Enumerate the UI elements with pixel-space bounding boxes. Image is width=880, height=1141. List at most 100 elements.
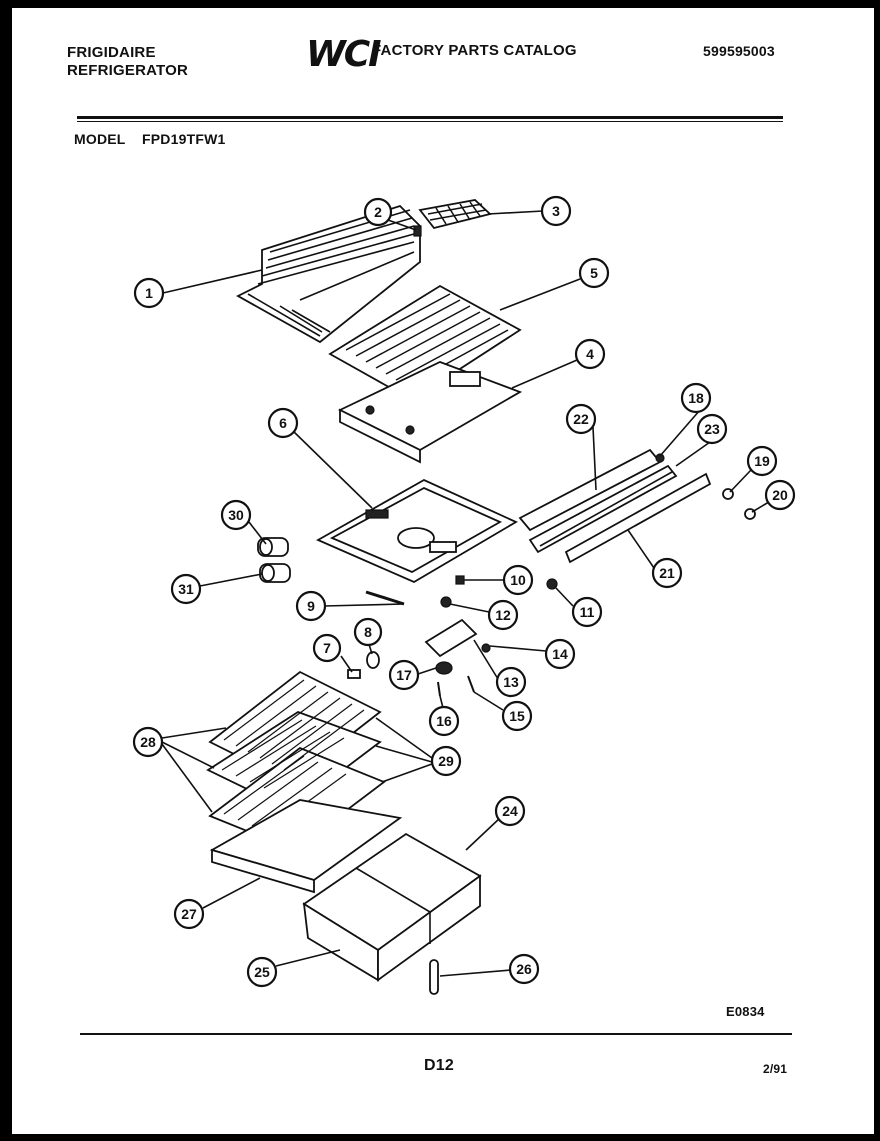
drawing-code: E0834 bbox=[726, 1004, 765, 1019]
callout-label-29: 29 bbox=[438, 753, 454, 769]
callout-label-26: 26 bbox=[516, 961, 532, 977]
part-12-nut bbox=[440, 596, 452, 608]
callout-label-1: 1 bbox=[145, 285, 153, 301]
part-7-clip bbox=[347, 669, 361, 679]
callout-10: 10 bbox=[502, 564, 534, 596]
callout-label-3: 3 bbox=[552, 203, 560, 219]
callout-3: 3 bbox=[540, 195, 572, 227]
part-9-bar bbox=[365, 590, 405, 606]
callout-label-17: 17 bbox=[396, 667, 412, 683]
callout-30: 30 bbox=[220, 499, 252, 531]
part-26-divider-pin bbox=[429, 959, 439, 995]
callout-16: 16 bbox=[428, 705, 460, 737]
date-code: 2/91 bbox=[763, 1062, 788, 1076]
part-23-shelf-rail bbox=[528, 464, 678, 554]
catalog-sheet bbox=[12, 8, 874, 1134]
header-rule bbox=[77, 116, 783, 119]
callout-label-21: 21 bbox=[659, 565, 675, 581]
wci-logo: WCI bbox=[306, 34, 382, 75]
callout-6: 6 bbox=[267, 407, 299, 439]
model-label: MODEL bbox=[74, 131, 126, 147]
callout-26: 26 bbox=[508, 953, 540, 985]
leader-lines bbox=[161, 210, 775, 977]
callout-label-13: 13 bbox=[503, 674, 519, 690]
callout-25: 25 bbox=[246, 956, 278, 988]
part-17-knob bbox=[435, 661, 453, 675]
part-1-freezer-rack bbox=[236, 204, 421, 344]
part-6-crisper-cover bbox=[315, 478, 518, 584]
footer-rule bbox=[80, 1033, 792, 1035]
callout-label-12: 12 bbox=[495, 607, 511, 623]
part-2-clip bbox=[413, 225, 422, 237]
callout-label-15: 15 bbox=[509, 708, 525, 724]
callout-24: 24 bbox=[494, 795, 526, 827]
brand-name: FRIGIDAIRE bbox=[67, 44, 156, 61]
part-10-clip bbox=[455, 575, 465, 585]
callout-15: 15 bbox=[501, 700, 533, 732]
callout-19: 19 bbox=[746, 445, 778, 477]
product-type: REFRIGERATOR bbox=[67, 62, 189, 79]
part-15-screw bbox=[467, 675, 475, 693]
callout-14: 14 bbox=[544, 638, 576, 670]
page-code: D12 bbox=[424, 1057, 454, 1074]
callout-22: 22 bbox=[565, 403, 597, 435]
callout-28: 28 bbox=[132, 726, 164, 758]
callout-label-7: 7 bbox=[323, 640, 331, 656]
callout-29: 29 bbox=[430, 745, 462, 777]
callout-label-10: 10 bbox=[510, 572, 526, 588]
part-13-control-housing bbox=[424, 618, 478, 658]
callout-2: 2 bbox=[363, 197, 393, 227]
callout-21: 21 bbox=[651, 557, 683, 589]
callout-1: 1 bbox=[133, 277, 165, 309]
callout-label-9: 9 bbox=[307, 598, 315, 614]
part-4-divider bbox=[337, 361, 523, 464]
part-18-screw bbox=[655, 453, 665, 463]
callout-17: 17 bbox=[388, 659, 420, 691]
brand-block: FRIGIDAIRE REFRIGERATOR bbox=[67, 44, 188, 80]
callout-label-18: 18 bbox=[688, 390, 704, 406]
header-rule-thin bbox=[77, 121, 783, 122]
callout-31: 31 bbox=[170, 573, 202, 605]
part-14-screw bbox=[481, 643, 491, 653]
callout-label-25: 25 bbox=[254, 964, 270, 980]
callout-label-8: 8 bbox=[364, 624, 372, 640]
callout-20: 20 bbox=[764, 479, 796, 511]
callout-label-23: 23 bbox=[704, 421, 720, 437]
callout-label-4: 4 bbox=[586, 346, 594, 362]
part-21-shelf-rail bbox=[564, 472, 712, 564]
part-8-clip bbox=[366, 651, 380, 669]
callout-label-24: 24 bbox=[502, 803, 518, 819]
callout-label-28: 28 bbox=[140, 734, 156, 750]
callout-label-11: 11 bbox=[580, 604, 595, 620]
callout-label-20: 20 bbox=[772, 487, 788, 503]
callout-12: 12 bbox=[487, 599, 519, 631]
catalog-title: FACTORY PARTS CATALOG bbox=[372, 42, 577, 59]
part-11-clip bbox=[546, 578, 558, 590]
callout-label-16: 16 bbox=[436, 713, 452, 729]
callout-label-22: 22 bbox=[573, 411, 589, 427]
callout-7: 7 bbox=[312, 633, 342, 663]
part-5-freezer-shelf bbox=[328, 284, 522, 402]
catalog-part-number: 599595003 bbox=[703, 43, 775, 59]
callout-8: 8 bbox=[353, 617, 383, 647]
callout-label-14: 14 bbox=[552, 646, 568, 662]
callout-label-2: 2 bbox=[374, 204, 382, 220]
callout-11: 11 bbox=[571, 596, 603, 628]
callout-label-19: 19 bbox=[754, 453, 770, 469]
callout-23: 23 bbox=[696, 413, 728, 445]
callout-4: 4 bbox=[574, 338, 606, 370]
callout-label-6: 6 bbox=[279, 415, 287, 431]
callout-27: 27 bbox=[173, 898, 205, 930]
model-number: FPD19TFW1 bbox=[142, 131, 226, 147]
callout-13: 13 bbox=[495, 666, 527, 698]
callout-label-27: 27 bbox=[181, 906, 197, 922]
part-31-knob bbox=[259, 563, 291, 583]
part-16-screw bbox=[437, 681, 441, 697]
callout-5: 5 bbox=[578, 257, 610, 289]
callout-label-31: 31 bbox=[178, 581, 194, 597]
part-24-25-crisper-drawers bbox=[302, 832, 482, 982]
callout-label-30: 30 bbox=[228, 507, 244, 523]
part-3-ice-tray bbox=[418, 199, 492, 230]
